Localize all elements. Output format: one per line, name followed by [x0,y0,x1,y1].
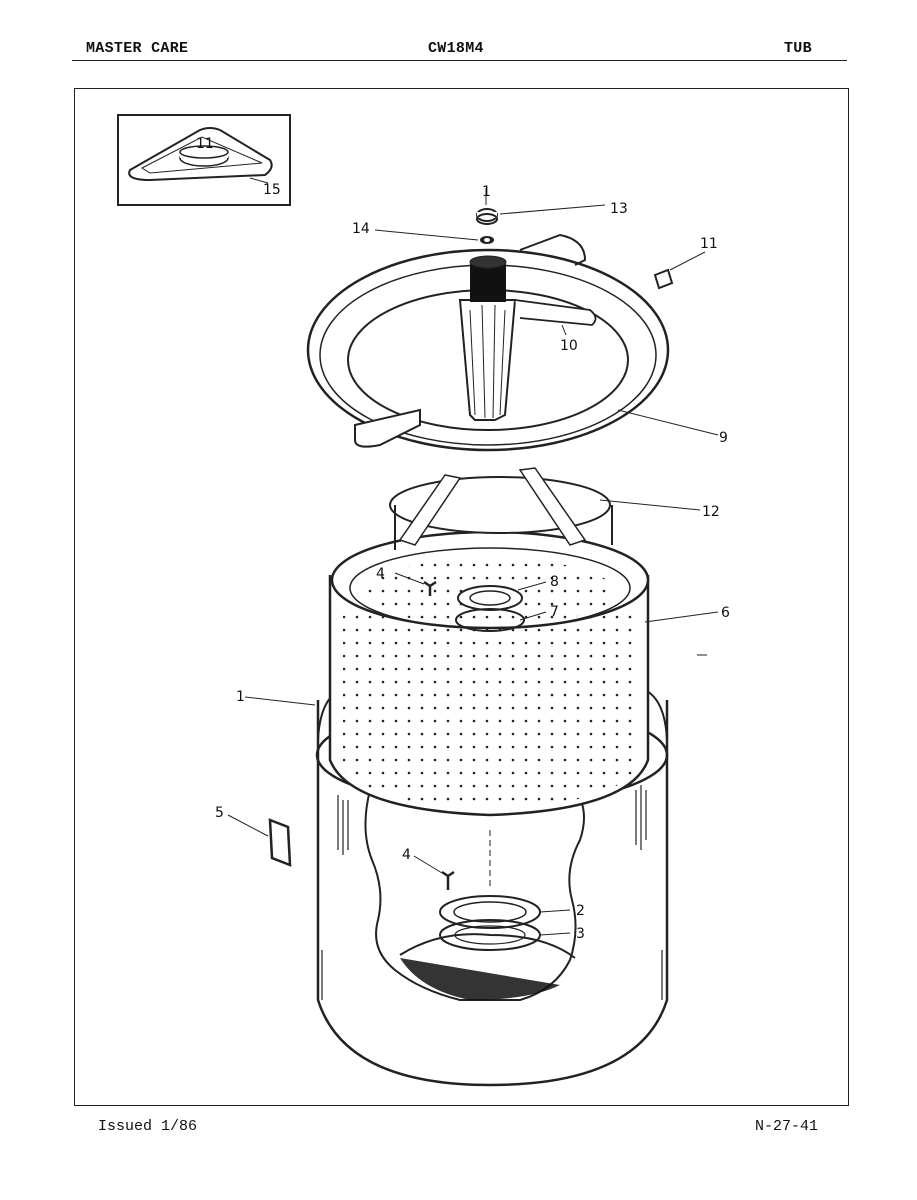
callout-8: 8 [550,574,559,590]
header-rule [72,60,847,61]
callout-12: 12 [702,504,720,520]
agitator [458,255,597,421]
callout-9: 9 [719,430,728,446]
clip-part [653,268,674,290]
leader-lines [227,188,719,936]
lower-hub-rings [439,830,541,951]
inset-cap-part [128,127,273,182]
callout-7: 7 [550,604,559,620]
callout-3: 3 [576,926,585,942]
label-part [268,818,292,867]
callout-14: 14 [352,221,370,237]
header-brand: MASTER CARE [86,40,189,57]
callout-4-upper: 4 [376,566,385,582]
callout-13: 13 [610,201,628,217]
header-model: CW18M4 [428,40,484,57]
footer-page-code: N-27-41 [755,1118,819,1135]
inner-basket [328,530,650,817]
callout-4-lower: 4 [402,847,411,863]
callout-1-top: 1 [482,184,491,200]
callout-5: 5 [215,805,224,821]
callout-6: 6 [721,605,730,621]
footer-issued: Issued 1/86 [98,1118,198,1135]
callout-11: 11 [700,236,718,252]
header-section: TUB [784,40,812,57]
diagram-frame [74,88,849,1106]
inset-box [117,114,291,206]
callout-1-side: 1 [236,689,245,705]
cap-and-washer [476,208,498,244]
callout-2: 2 [576,903,585,919]
callout-15: 15 [263,182,281,198]
callout-10: 10 [560,338,578,354]
callout-11-inset: 11 [196,136,214,152]
tub-funnel [389,467,613,550]
